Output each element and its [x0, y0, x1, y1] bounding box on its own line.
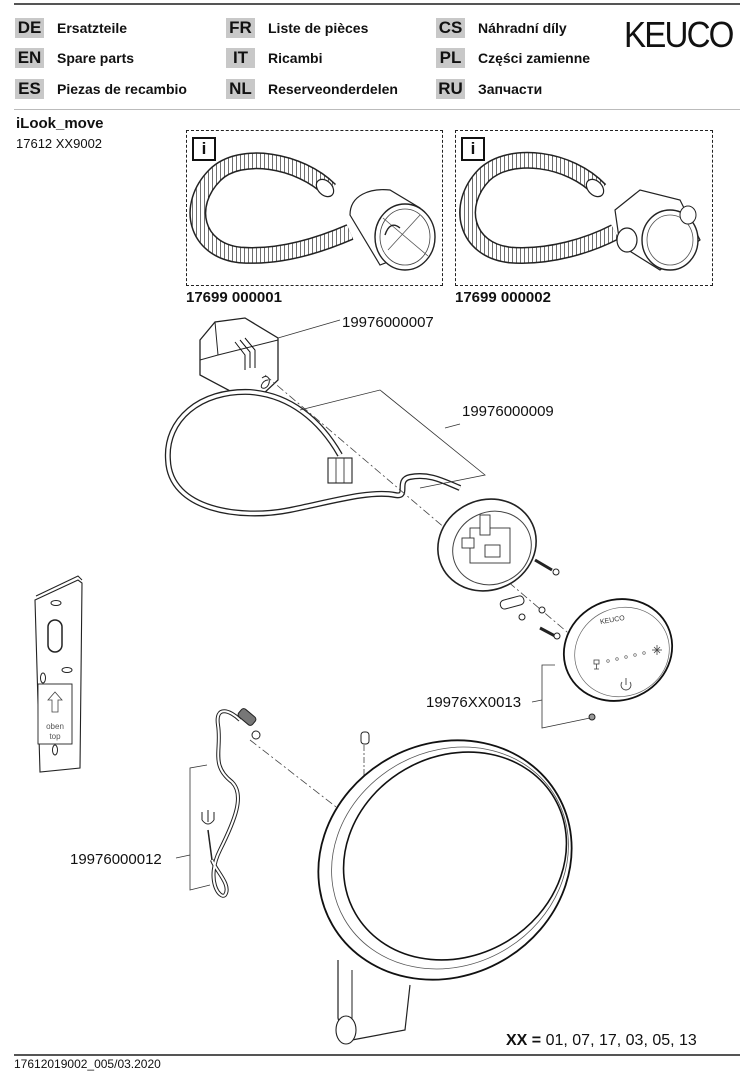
language-es: ES Piezas de recambio	[15, 78, 187, 100]
leader-bracket	[299, 389, 486, 489]
power-icon	[620, 678, 632, 691]
assembly-axis	[249, 739, 341, 811]
language-code: CS	[436, 18, 465, 38]
language-code: ES	[15, 79, 44, 99]
leader-bracket	[531, 664, 591, 729]
plate-label-oben: oben	[46, 722, 64, 731]
language-it: IT Ricambi	[226, 47, 322, 69]
language-label: Náhradní díly	[478, 20, 567, 36]
part-number-17699000001: 17699 000001	[186, 289, 282, 306]
document-id: 17612019002_005/03.2020	[14, 1057, 161, 1071]
brightness-icon	[652, 645, 662, 655]
language-label: Ersatzteile	[57, 20, 128, 36]
language-nl: NL Reserveonderdelen	[226, 78, 398, 100]
info-box-1	[186, 130, 443, 286]
callout-19976000012: 19976000012	[70, 851, 162, 868]
callout-19976000007: 19976000007	[342, 314, 434, 331]
part-number-17699000002: 17699 000002	[455, 289, 551, 306]
info-icon: i	[192, 137, 216, 161]
mounting-plate-illustration	[34, 575, 83, 773]
language-ru: RU Запчасти	[436, 78, 542, 100]
mirror-light-icon	[593, 659, 600, 670]
callout-19976000009: 19976000009	[462, 403, 554, 420]
connection-cable-illustration	[201, 708, 261, 898]
conduit-box-1-illustration	[189, 152, 436, 271]
language-code: RU	[436, 79, 465, 99]
language-code: NL	[226, 79, 255, 99]
language-label: Spare parts	[57, 50, 135, 66]
language-de: DE Ersatzteile	[15, 17, 127, 39]
info-box-2	[455, 130, 713, 286]
variant-values: 01, 07, 17, 03, 05, 13	[545, 1032, 697, 1049]
plate-label-top: top	[49, 732, 61, 741]
cable-illustration	[164, 388, 462, 517]
transformer-illustration	[199, 317, 279, 396]
product-name: iLook_move	[16, 115, 104, 132]
set-screw	[360, 731, 370, 745]
language-code: PL	[436, 48, 465, 68]
mirror-illustration	[317, 731, 573, 1045]
language-label: Ricambi	[268, 50, 323, 66]
top-rule	[14, 3, 740, 5]
language-code: EN	[15, 48, 44, 68]
leader-line	[277, 319, 341, 339]
control-base-illustration	[437, 498, 561, 640]
conduit-box-2-illustration	[459, 151, 701, 271]
control-panel-illustration	[562, 598, 674, 721]
language-label: Części zamienne	[478, 50, 591, 66]
header-rule	[14, 109, 740, 110]
language-code: IT	[226, 48, 255, 68]
language-code: FR	[226, 18, 255, 38]
language-label: Liste de pièces	[268, 20, 369, 36]
language-label: Reserveonderdelen	[268, 81, 398, 97]
language-label: Piezas de recambio	[57, 81, 187, 97]
language-fr: FR Liste de pièces	[226, 17, 368, 39]
callout-19976XX0013: 19976XX0013	[426, 694, 522, 711]
info-icon: i	[461, 137, 485, 161]
language-en: EN Spare parts	[15, 47, 134, 69]
language-code: DE	[15, 18, 44, 38]
product-article: 17612 XX9002	[16, 136, 103, 151]
leader-bracket	[175, 764, 211, 891]
variant-key: XX =	[506, 1032, 542, 1049]
language-label: Запчасти	[478, 81, 543, 97]
arrow-up-icon	[47, 691, 63, 713]
assembly-axis	[264, 374, 601, 661]
variant-note: XX = 01, 07, 17, 03, 05, 13	[506, 1032, 697, 1050]
language-pl: PL Części zamienne	[436, 47, 590, 69]
footer-rule	[14, 1054, 740, 1056]
language-cs: CS Náhradní díly	[436, 17, 567, 39]
brand-logo: KEUCO	[624, 14, 734, 55]
